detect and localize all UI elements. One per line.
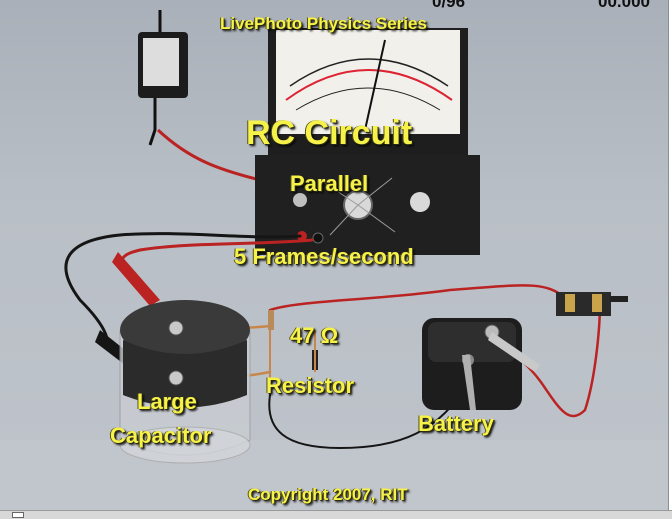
copyright-text: Copyright 2007, RIT: [248, 485, 408, 504]
video-frame: 0/96 00.000 LivePhoto Physics Series RC …: [0, 0, 669, 510]
multimeter: [255, 28, 480, 255]
timecode: 00.000: [598, 0, 650, 11]
resistor: [268, 310, 318, 372]
scrollbar-thumb[interactable]: [12, 512, 24, 518]
capacitor-label-large: Large: [137, 389, 197, 414]
battery: [422, 318, 540, 410]
series-title: LivePhoto Physics Series: [220, 14, 427, 33]
switch: [556, 292, 628, 316]
capacitor-label: Capacitor: [110, 423, 212, 448]
resistance-label: 47 Ω: [290, 323, 339, 348]
frame-counter: 0/96: [432, 0, 466, 11]
capacitor: [119, 300, 251, 464]
frame-rate-label: 5 Frames/second: [234, 244, 414, 269]
circuit-type-label: Parallel: [290, 171, 369, 196]
resistor-label: Resistor: [266, 373, 355, 398]
circuit-photo: [0, 10, 668, 510]
battery-label: Battery: [418, 411, 494, 436]
page-title: RC Circuit: [246, 114, 413, 152]
